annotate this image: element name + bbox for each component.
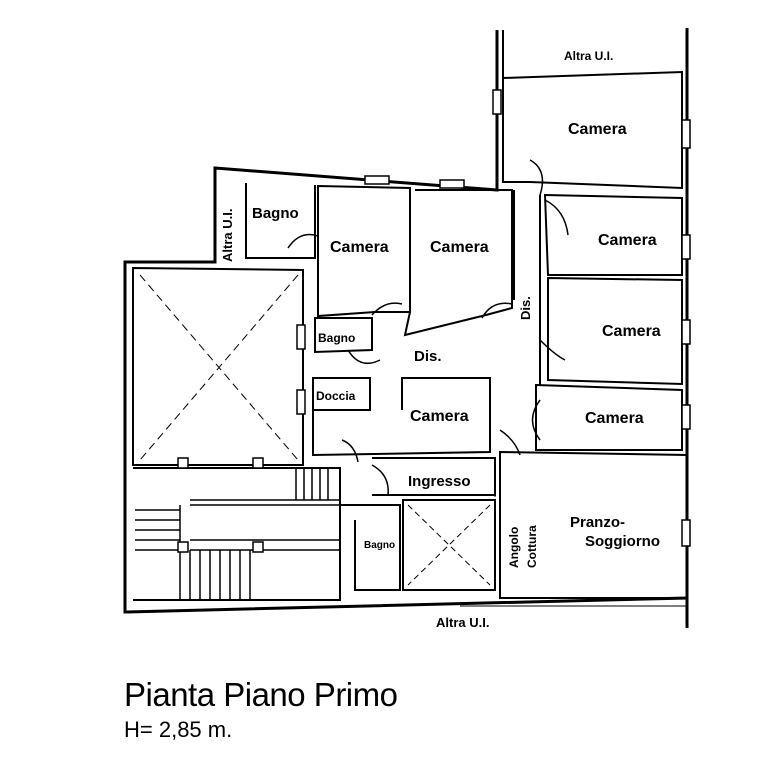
camera-e3-walls	[535, 383, 683, 451]
camera-center-walls	[312, 377, 491, 457]
label-camera-b: Camera	[430, 239, 489, 256]
label-camera-a: Camera	[330, 239, 389, 256]
label-altra-top: Altra U.I.	[564, 49, 613, 63]
label-altra-left: Altra U.I.	[220, 209, 235, 262]
label-doccia: Doccia	[316, 389, 356, 403]
plan-title: Pianta Piano Primo	[124, 676, 398, 713]
dis-vertical-walls	[513, 190, 541, 385]
ceiling-height: H= 2,85 m.	[124, 717, 233, 742]
camera-e2-walls	[547, 276, 683, 386]
pranzo-walls	[499, 450, 688, 599]
label-camera-e2: Camera	[602, 323, 661, 340]
label-camera-e1: Camera	[598, 232, 657, 249]
label-soggiorno: Soggiorno	[585, 533, 660, 550]
label-cottura: Cottura	[525, 525, 539, 568]
label-bagno-top: Bagno	[252, 205, 299, 222]
label-bagno-small: Bagno	[364, 540, 395, 551]
lift-walls	[402, 499, 496, 591]
ingresso-walls	[372, 457, 496, 496]
label-camera-center: Camera	[410, 408, 469, 425]
label-ingresso: Ingresso	[408, 473, 471, 490]
bagno-small-walls	[340, 504, 401, 591]
bottom-wall	[124, 597, 688, 613]
label-dis-vertical: Dis.	[518, 296, 533, 320]
stair-treads	[135, 468, 340, 600]
camera-a-walls	[317, 184, 411, 318]
label-bagno-mid: Bagno	[318, 331, 355, 345]
label-camera-ne: Camera	[568, 121, 627, 138]
stair-block	[133, 467, 341, 601]
label-dis-main: Dis.	[414, 348, 442, 365]
label-altra-bottom: Altra U.I.	[436, 615, 489, 630]
bagno-mid-walls	[314, 317, 373, 354]
bagno-top-walls	[245, 183, 316, 259]
doccia-walls	[312, 377, 371, 411]
label-camera-e3: Camera	[585, 410, 644, 427]
floor-plan: Altra U.I. Camera Altra U.I. Bagno Camer…	[123, 28, 691, 630]
void-cross	[139, 274, 299, 461]
void-area-walls	[132, 266, 304, 466]
lift-cross	[407, 504, 491, 586]
camera-e1-walls	[543, 193, 683, 276]
camera-b-walls	[403, 189, 513, 337]
window-markers	[177, 89, 691, 553]
label-angolo: Angolo	[507, 527, 521, 568]
ne-camera-walls	[502, 70, 683, 190]
door-swings	[287, 159, 569, 496]
label-pranzo: Pranzo-	[570, 514, 625, 531]
